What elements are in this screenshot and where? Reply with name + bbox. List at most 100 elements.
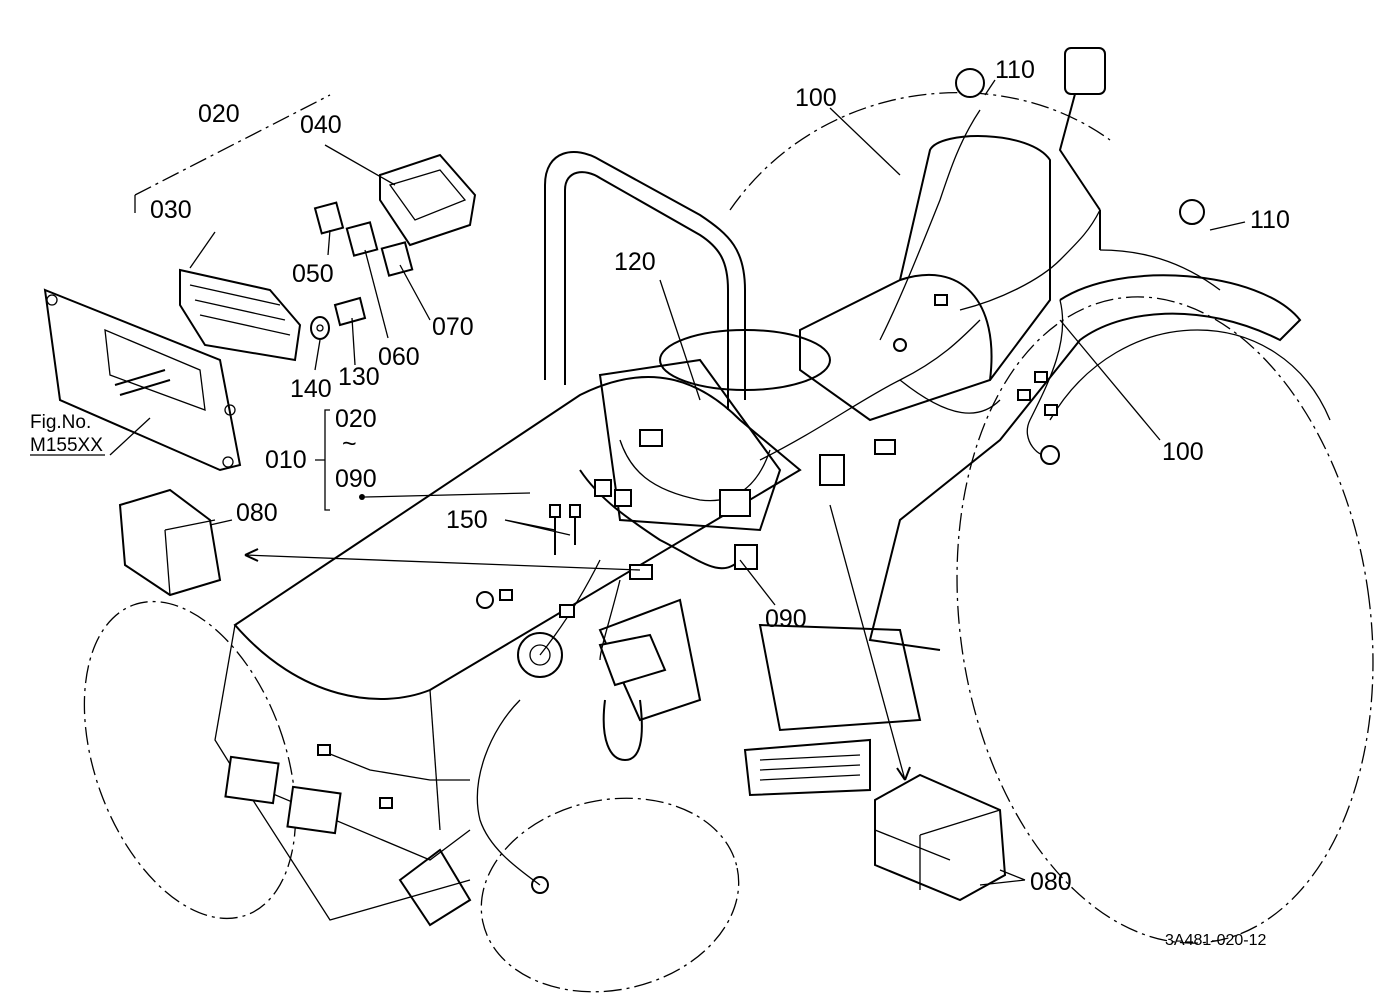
plate-hole [224, 404, 236, 416]
harness-seat-switch [899, 379, 1001, 414]
harness-to-headlights [319, 749, 470, 781]
label-130: 130 [338, 363, 380, 391]
leader-fig [109, 417, 151, 456]
headlight-right [286, 785, 342, 835]
glow-plug [549, 504, 561, 518]
label-020-range: 020 [335, 405, 377, 433]
fuse-box-slots [189, 284, 291, 336]
fig-ref-line2: M155XX [30, 435, 103, 456]
seat-back [899, 135, 1051, 381]
rops-frame-outer [544, 151, 746, 400]
grille-side [214, 624, 471, 861]
leader-050 [327, 229, 331, 256]
relay-080-right [874, 773, 1007, 902]
harness-rops-right [959, 209, 1101, 311]
label-080-left: 080 [236, 499, 278, 527]
leader-120 [659, 279, 701, 401]
front-right-tire [480, 797, 740, 993]
leader-040 [324, 144, 396, 186]
harness-rops-left [879, 109, 981, 341]
label-090-range: 090 [335, 465, 377, 493]
harness-to-starter [599, 579, 621, 661]
harness-to-front [476, 699, 541, 886]
harness-to-seat [759, 319, 981, 461]
fuse-box-cable [114, 369, 171, 396]
label-070: 070 [432, 313, 474, 341]
rear-lamp-left [955, 68, 985, 98]
fuse-070 [380, 241, 414, 277]
connector [874, 439, 896, 455]
harness-branch-dash [619, 439, 771, 502]
label-040: 040 [300, 111, 342, 139]
leader-dot [359, 494, 365, 500]
label-050: 050 [292, 260, 334, 288]
tractor-outline [83, 47, 1374, 993]
fig-ref-line1: Fig.No. [30, 412, 91, 433]
fuse-050 [313, 201, 345, 235]
arrow-relay-left [244, 554, 641, 571]
leader-080-right [979, 869, 1026, 886]
callout-labels: 020 030 040 050 060 070 130 140 020 ~ 09… [30, 56, 1290, 949]
front-axle-hub [398, 848, 472, 927]
label-110-right: 110 [1250, 206, 1290, 234]
connector [594, 479, 612, 497]
leader-010 [364, 492, 531, 498]
wiring-harness [317, 109, 1221, 886]
connector [819, 454, 845, 486]
fuse-box-030 [179, 268, 302, 362]
leader-100-top [829, 107, 901, 176]
leader-110-top [984, 79, 996, 96]
connector [934, 294, 948, 306]
bolt-130 [333, 296, 367, 327]
connector [559, 604, 575, 618]
exhaust-pipe [602, 699, 643, 762]
front-left-tire [83, 600, 297, 920]
leader-130 [351, 317, 356, 366]
leader-110-right [1209, 221, 1246, 231]
leader-080-left [209, 519, 233, 526]
bracket-010 [315, 409, 330, 511]
leader-100-right [1059, 319, 1161, 441]
connector [629, 564, 653, 580]
rear-right-tire [956, 296, 1374, 944]
right-fender [868, 274, 1302, 651]
label-020: 020 [198, 100, 240, 128]
label-030: 030 [150, 196, 192, 224]
sensor [1040, 445, 1060, 465]
fuse-cover-040 [379, 153, 477, 247]
label-060: 060 [378, 343, 420, 371]
relay-edges [164, 519, 216, 596]
label-120: 120 [614, 248, 656, 276]
steering-wheel [659, 329, 831, 391]
step-plate [743, 738, 871, 797]
glow-plug [569, 504, 581, 518]
arrow-head [896, 766, 911, 781]
seat-switch [893, 338, 907, 352]
battery-box [758, 623, 922, 732]
label-100-top: 100 [795, 84, 837, 112]
label-tilde: ~ [342, 430, 357, 458]
arrow-head [244, 548, 259, 562]
label-090: 090 [765, 605, 807, 633]
label-150: 150 [446, 506, 488, 534]
connector [1017, 389, 1031, 401]
relay-edges [874, 809, 1001, 890]
work-light-rear [1064, 47, 1106, 95]
label-080-right: 080 [1030, 868, 1072, 896]
leader-lines [30, 79, 1246, 886]
drawing-code: 3A481-020-12 [1165, 932, 1267, 949]
rear-left-tire [729, 92, 1111, 211]
connector [614, 489, 632, 507]
rops-frame-inner [564, 171, 729, 410]
washer-hole [316, 324, 324, 332]
connector [734, 544, 758, 570]
harness-to-rear [1026, 299, 1064, 457]
washer-140 [310, 316, 330, 340]
panel-plate [43, 288, 242, 472]
light-bracket [1058, 93, 1101, 250]
relay-080-left [118, 488, 222, 597]
connector [379, 797, 393, 809]
label-010: 010 [265, 446, 307, 474]
